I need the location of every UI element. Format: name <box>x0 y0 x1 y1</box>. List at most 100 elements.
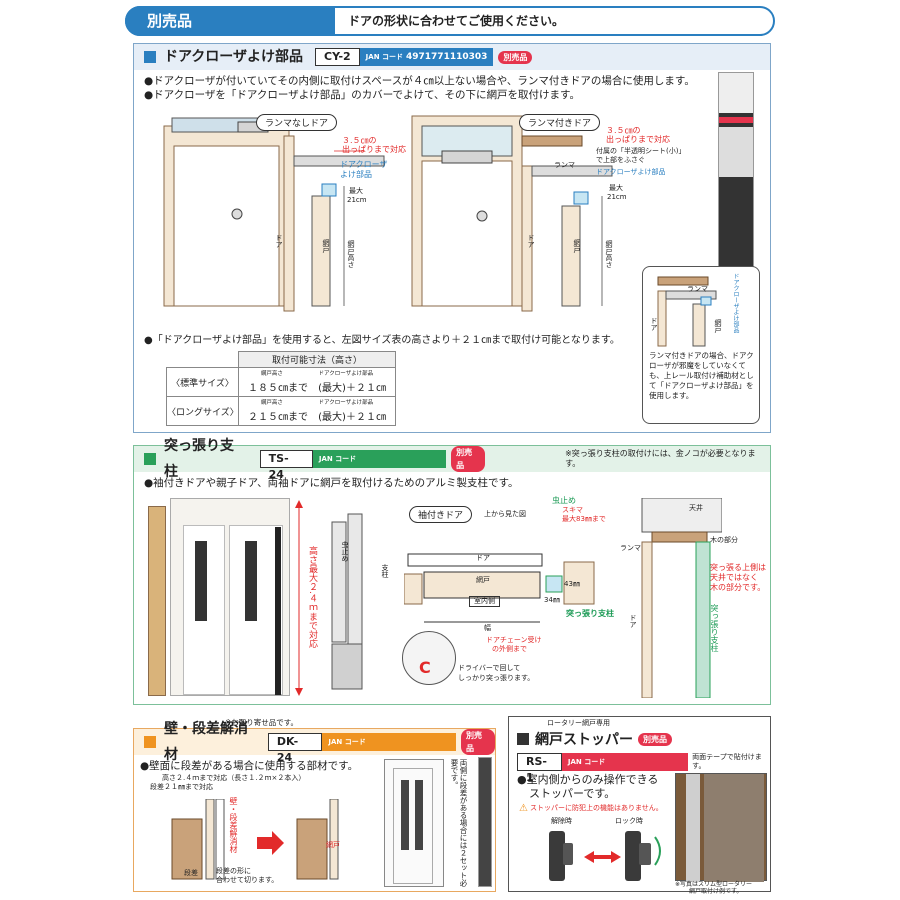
square-icon <box>144 736 156 748</box>
photo-note-2: 網戸取付け例です。 <box>689 888 743 895</box>
section-screen-stopper: ロータリー網戸専用 網戸ストッパー 別売品 RS-1 JAN コード497177… <box>508 716 771 895</box>
screen-height-head: 網戸高さ <box>260 400 283 406</box>
section-tension-pole: 突っ張り支柱 TS-24 JAN コード4971771105286 別売品 ※突… <box>133 438 771 705</box>
screen-label: 網戸 <box>326 841 340 849</box>
callout-no-ranma: ランマなしドア <box>256 114 338 131</box>
screen-height-value: １８５㎝まで <box>248 383 309 394</box>
product-code: RS-1 <box>517 753 562 784</box>
step-label: 段差 <box>184 869 198 877</box>
bullet: ●袖付きドアや親子ドア、両袖ドアに網戸を取付けるためのアルミ製支柱です。 <box>144 477 519 489</box>
stopper-illustration <box>549 831 661 881</box>
jan-number: 4971771110358 <box>567 775 650 785</box>
height-arrow <box>295 500 303 696</box>
square-icon <box>144 453 156 465</box>
side-ranma: ランマ <box>620 544 641 552</box>
closer-label-2: よけ部品 <box>340 170 372 179</box>
tape-note: 両面テープで貼付けます。 <box>692 753 762 770</box>
row-name: 〈ロングサイズ〉 <box>166 396 239 426</box>
side-red-2: 天井ではなく <box>710 573 758 582</box>
side-wood: 木の部分 <box>710 536 738 544</box>
screen-label-right: 網戸 <box>573 239 581 253</box>
bullet-2: ●ドアクローザを「ドアクローザよけ部品」のカバーでよけて、その下に網戸を取付けま… <box>144 89 580 101</box>
driver-note-1: ドライバーで回して <box>458 664 521 672</box>
banner-label: 別売品 <box>125 6 335 36</box>
jan-code: JAN コード4971771105286 <box>312 450 447 482</box>
product-package-photo <box>148 506 166 696</box>
plan-door: ドア <box>476 554 490 562</box>
closer-label-right: ドアクローザよけ部品 <box>596 168 666 176</box>
plan-34mm: 34㎜ <box>544 596 560 604</box>
side-pillar: 突っ張り支柱 <box>710 604 719 652</box>
max-value: 21cm <box>347 196 367 204</box>
size-table: 取付可能寸法（高さ） 〈標準サイズ〉 網戸高さ ドアクローザよけ部品 １８５㎝ま… <box>166 351 396 426</box>
plan-mushi: 虫止め <box>552 496 576 505</box>
bullet-2: ストッパーです。 <box>529 787 616 800</box>
side-door: ドア <box>629 614 637 628</box>
plan-room: 室内側 <box>469 596 500 607</box>
jan-label: JAN コード <box>365 52 403 61</box>
note-protrusion: 出っぱりまで対応 <box>342 145 406 154</box>
jan-number: 4971771110082 <box>328 755 410 765</box>
closer-label-1: ドアクローザ <box>340 160 388 169</box>
section-title: 網戸ストッパー <box>535 732 633 748</box>
note-35cm: ３.５㎝の <box>342 136 377 145</box>
screen-height-label: 網戸高さ <box>347 240 355 268</box>
closer-head: ドアクローザよけ部品 <box>318 371 374 377</box>
jan-label: JAN コード <box>567 757 606 766</box>
height-label: 高さ最大２.４ｍまで対応 <box>307 546 317 648</box>
sheet-note-1: 付属の「半透明シート(小)」 <box>596 147 686 155</box>
plan-43mm: 43㎜ <box>564 580 580 588</box>
product-code: TS-24 <box>259 450 313 481</box>
closer-value: (最大)＋２１㎝ <box>318 412 386 423</box>
tool-note: ※突っ張り支柱の取付けには、金ノコが必要となります。 <box>565 449 756 468</box>
section-step-filler: 壁・段差解消材 DK-24 JAN コード4971771110082 別売品 ●… <box>133 721 496 892</box>
table-row: 〈ロングサイズ〉 網戸高さ ドアクローザよけ部品 ２１５㎝まで (最大)＋２１㎝ <box>166 396 396 426</box>
plan-screen: 網戸 <box>476 576 490 584</box>
view-label: 上から見た図 <box>484 510 526 518</box>
spec-1: 高さ２.４ｍまで対応（長さ１.２ｍ×２本入） <box>162 774 306 782</box>
product-code: DK-24 <box>267 733 323 764</box>
diagram-with-ranma <box>411 115 613 312</box>
closer-head: ドアクローザよけ部品 <box>318 400 374 406</box>
screen-height-value: ２１５㎝まで <box>248 412 309 423</box>
section-title: 壁・段差解消材 <box>163 721 248 763</box>
badge-optional: 別売品 <box>638 732 672 746</box>
plan-sukima-2: 最大83㎜まで <box>562 515 606 523</box>
inset-ranma: ランマ <box>687 285 708 293</box>
mushi-label: 虫止め <box>341 541 349 562</box>
door-label: ドア <box>275 234 283 248</box>
bullet-1: ●ドアクローザが付いていてその内側に取付けスペースが４㎝以上ない場合や、ランマ付… <box>144 75 695 87</box>
inset-diagram <box>657 276 717 347</box>
max-label: 最大 <box>349 187 363 195</box>
rotate-icon: C <box>419 658 431 677</box>
row-name: 〈標準サイズ〉 <box>166 367 239 397</box>
plan-pillar: 突っ張り支柱 <box>566 609 614 618</box>
product-code: CY-2 <box>315 48 360 66</box>
side-view <box>641 498 722 698</box>
plan-view <box>404 553 595 623</box>
section-header: 壁・段差解消材 DK-24 JAN コード4971771110082 別売品 <box>134 721 495 765</box>
section-title-row: 網戸ストッパー 別売品 <box>517 729 672 749</box>
pole-illustration <box>331 513 363 690</box>
plan-width: 幅 <box>484 624 491 632</box>
warning-text: ストッパーに防犯上の機能はありません。 <box>529 804 663 812</box>
two-set-note: 両側に段差がある場合には２セット必要です。 <box>450 759 468 887</box>
table-row: 〈標準サイズ〉 網戸高さ ドアクローザよけ部品 １８５㎝まで (最大)＋２１㎝ <box>166 367 396 397</box>
stopper-photo <box>675 773 767 882</box>
screen-height-right: 網戸高さ <box>605 240 613 268</box>
detail-circle <box>402 631 456 685</box>
unlock-label: 解除時 <box>551 817 572 825</box>
jan-number: 4971771105286 <box>318 472 401 482</box>
cut-note-1: 段差の形に <box>216 867 251 875</box>
diagram-no-ranma <box>163 117 385 312</box>
badge-optional: 別売品 <box>451 446 486 472</box>
inset-caption: ランマ付きドアの場合、ドアクローザが邪魔をしていなくても、上レール取付け補助材と… <box>649 351 754 400</box>
side-red-1: 突っ張る上側は <box>710 563 766 572</box>
door-image <box>384 759 444 887</box>
side-ceiling: 天井 <box>689 504 703 512</box>
closer-value: (最大)＋２１㎝ <box>318 383 386 394</box>
cut-note-2: 合わせて切ります。 <box>216 876 279 884</box>
